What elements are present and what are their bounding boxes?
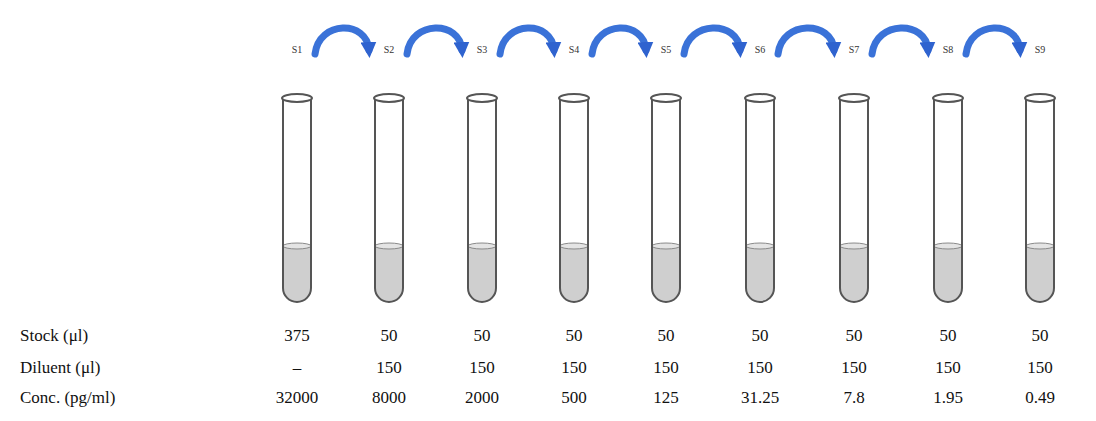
- tube-label: S5: [649, 44, 683, 56]
- test-tube: [837, 92, 871, 306]
- transfer-arrow: [592, 28, 646, 54]
- test-tube: [280, 92, 314, 306]
- table-cell: 50: [381, 326, 398, 346]
- transfer-arrow: [778, 28, 834, 54]
- test-tube: [557, 92, 591, 306]
- transfer-arrow: [315, 28, 369, 54]
- tube-label: S6: [743, 44, 777, 56]
- tube-node: S5: [649, 44, 683, 306]
- test-tube: [372, 92, 406, 306]
- table-cell: 50: [940, 326, 957, 346]
- table-cell: 1.95: [933, 388, 963, 408]
- tube-label: S9: [1023, 44, 1057, 56]
- table-cell: 50: [752, 326, 769, 346]
- table-cell: 2000: [465, 388, 499, 408]
- row-header: Stock (μl): [20, 326, 88, 346]
- transfer-arrow: [872, 28, 928, 54]
- tube-node: S3: [465, 44, 499, 306]
- transfer-arrow: [684, 28, 740, 54]
- tube-node: S4: [557, 44, 591, 306]
- table-cell: –: [293, 358, 302, 378]
- table-cell: 150: [653, 358, 679, 378]
- transfer-arrow: [407, 28, 462, 54]
- tube-node: S9: [1023, 44, 1057, 306]
- table-cell: 31.25: [741, 388, 779, 408]
- table-cell: 150: [935, 358, 961, 378]
- row-header: Conc. (pg/ml): [20, 388, 115, 408]
- table-cell: 500: [561, 388, 587, 408]
- transfer-arrow: [500, 28, 554, 54]
- table-cell: 150: [841, 358, 867, 378]
- tube-label: S7: [837, 44, 871, 56]
- row-header: Diluent (μl): [20, 358, 100, 378]
- table-cell: 150: [469, 358, 495, 378]
- tube-label: S8: [931, 44, 965, 56]
- tube-label: S4: [557, 44, 591, 56]
- tube-node: S1: [280, 44, 314, 306]
- table-cell: 150: [376, 358, 402, 378]
- test-tube: [649, 92, 683, 306]
- table-cell: 50: [566, 326, 583, 346]
- test-tube: [465, 92, 499, 306]
- table-cell: 50: [1032, 326, 1049, 346]
- table-cell: 32000: [276, 388, 319, 408]
- transfer-arrow: [966, 28, 1020, 54]
- tube-node: S8: [931, 44, 965, 306]
- table-cell: 150: [747, 358, 773, 378]
- tube-label: S3: [465, 44, 499, 56]
- table-cell: 375: [284, 326, 310, 346]
- test-tube: [1023, 92, 1057, 306]
- tube-label: S2: [372, 44, 406, 56]
- test-tube: [743, 92, 777, 306]
- tube-node: S2: [372, 44, 406, 306]
- table-cell: 50: [474, 326, 491, 346]
- table-cell: 125: [653, 388, 679, 408]
- table-cell: 7.8: [843, 388, 864, 408]
- table-cell: 50: [658, 326, 675, 346]
- tube-node: S7: [837, 44, 871, 306]
- table-cell: 50: [846, 326, 863, 346]
- table-cell: 150: [1027, 358, 1053, 378]
- test-tube: [931, 92, 965, 306]
- table-cell: 0.49: [1025, 388, 1055, 408]
- tube-node: S6: [743, 44, 777, 306]
- tube-label: S1: [280, 44, 314, 56]
- table-cell: 150: [561, 358, 587, 378]
- table-cell: 8000: [372, 388, 406, 408]
